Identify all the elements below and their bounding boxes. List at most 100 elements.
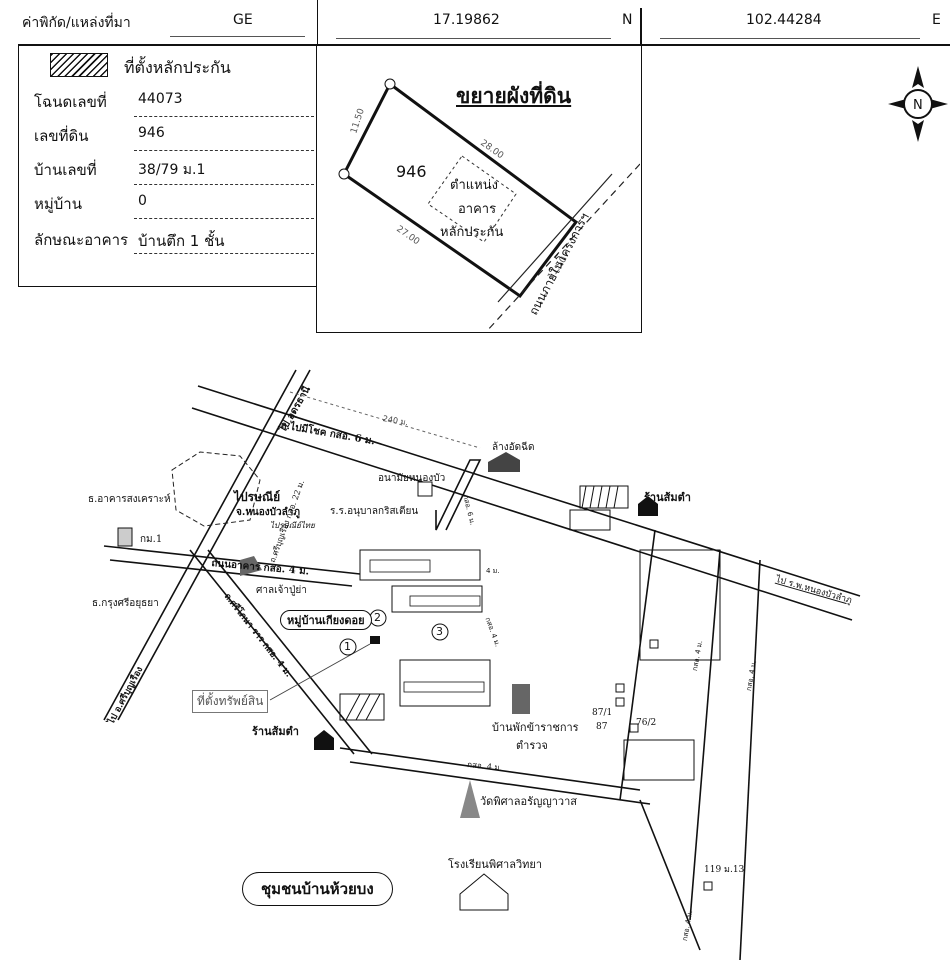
lon-underline [660,38,920,39]
road-edge [485,163,640,332]
dim-bottom: 27.00 [394,224,421,247]
village-block [391,585,483,613]
label-gsb: ธ.อาคารสงเคราะห์ [88,494,171,505]
label-health: อนามัยหนองบัว [378,473,446,484]
plot-panel [316,44,642,333]
building-type-value: บ้านตึก 1 ชั้น [138,232,225,250]
house-icon [314,730,334,750]
longitude-value: 102.44284 [746,12,822,28]
parcel-outline [342,81,579,299]
deed-number-line [134,116,314,117]
label-h762: 76/2 [636,718,657,728]
longitude-suffix: E [932,12,941,28]
collateral-legend-label: ที่ตั้งหลักประกัน [124,58,231,77]
building-label-1: ตำแหน่ง [450,178,498,193]
label-post: ไปรษณีย์ [234,490,281,504]
land-number-label: เลขที่ดิน [34,127,89,145]
latitude-value: 17.19862 [433,12,500,28]
road-4m-e: 4 ม. [486,567,500,575]
parcel-corner [338,168,350,180]
info-panel [18,44,317,287]
village-value: 0 [138,193,147,209]
km-marker-icon [117,527,133,547]
source-value: GE [233,12,253,28]
road [619,529,656,801]
label-community: ชุมชนบ้านห้วยบง [242,872,393,906]
label-thaipost: ไปรษณีย์ไทย [270,521,315,530]
building-label-3: หลักประกัน [440,225,504,240]
label-shrine: ศาลเจ้าปู่ย่า [256,585,307,596]
marker-3 [431,623,449,641]
building-type-label: ลักษณะอาคาร [34,231,129,249]
marker-2-label: 2 [374,611,381,624]
parcel-number: 946 [396,162,427,181]
header-row [18,0,950,46]
road [103,369,297,721]
hospital-icon [417,481,433,497]
plot-title: ขยายผังที่ดิน [456,84,572,108]
deed-number-value: 44073 [138,91,183,107]
road [191,407,853,621]
label-krungsri: ธ.กรุงศรีอยุธยา [92,598,159,609]
north-compass-icon: N [888,66,948,142]
marker-3-label: 3 [436,625,443,638]
label-km1: กม.1 [140,534,163,545]
road [435,459,482,531]
marker-1 [339,638,357,656]
label-shop1: ร้านส้มตำ [644,491,691,504]
dim-left: 11.50 [349,107,367,135]
label-school2: โรงเรียนพิศาลวิทยา [448,858,543,871]
header-divider-2 [640,8,642,44]
house-number-label: บ้านเลขที่ [34,161,97,179]
label-carwash: ล้างอัดฉีด [492,442,535,453]
school-icon [459,873,509,911]
road [117,369,311,721]
building-type-line [134,253,314,254]
road [103,545,361,575]
label-shop2: ร้านส้มตำ [252,725,299,738]
road [349,761,651,805]
land-number-line [134,150,314,151]
coord-label: ค่าพิกัด/แหล่งที่มา [22,15,131,31]
building-label-2: อาคาร [458,202,497,217]
label-temple: วัดพิศาลอรัญญาวาส [480,795,577,808]
label-h87: 87 [596,722,608,732]
village-block [639,549,721,661]
house-number-value: 38/79 ม.1 [138,162,206,178]
road [689,549,721,921]
land-number-value: 946 [138,125,165,141]
compass-letter: N [913,98,923,113]
label-h871: 87/1 [592,708,613,718]
house-number-line [134,184,314,185]
road [739,559,761,960]
header-divider-1 [317,0,318,44]
road [339,747,641,791]
label-police: บ้านพักข้าราชการ [492,721,579,734]
label-asset: ที่ตั้งทรัพย์สิน [192,690,269,713]
apartment-icon [512,684,530,714]
zigzag-building [171,451,261,527]
label-school1: ร.ร.อนุบาลกริสเตียน [330,506,419,517]
label-village: หมู่บ้านเกียงดอย [280,610,372,630]
building-icon [488,452,520,472]
road [639,799,701,951]
latitude-suffix: N [622,12,633,28]
source-underline [170,36,305,37]
village-line [134,218,314,219]
label-h119: 119 ม.13 [704,865,745,875]
label-police2: ตำรวจ [516,739,548,752]
shrine-icon [240,556,262,576]
building-footprint [427,155,517,243]
deed-number-label: โฉนดเลขที่ [34,93,107,111]
collateral-legend-swatch [50,53,108,77]
village-block [623,739,695,781]
plot-diagram: 11.50 28.00 27.00 11.50 ถนนภายในโครงการฯ [338,78,640,332]
road [109,559,353,587]
village-block [359,549,481,581]
temple-icon [460,780,480,818]
road [197,385,861,597]
road-edge [497,173,613,303]
asset-marker [370,636,380,644]
lat-underline [336,38,611,39]
location-map [103,369,861,960]
